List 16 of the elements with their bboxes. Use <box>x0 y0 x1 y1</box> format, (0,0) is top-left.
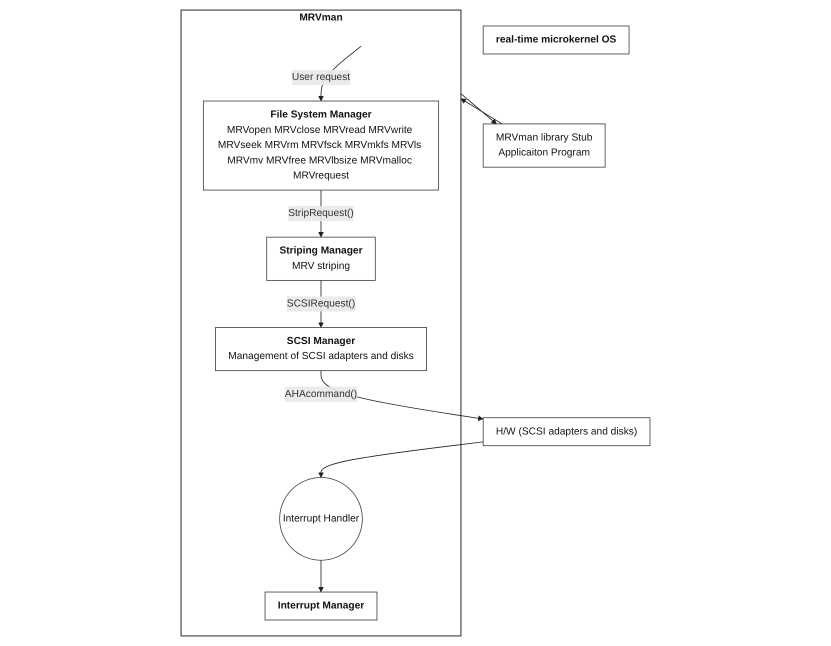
arrow <box>318 441 484 478</box>
arrow <box>460 93 497 124</box>
node-box: H/W (SCSI adapters and disks) <box>482 417 650 446</box>
edge-label: AHAcommand() <box>284 388 358 400</box>
node-circle: Interrupt Handler <box>279 477 363 561</box>
node-box: Striping Manager MRV striping <box>266 236 376 281</box>
node-box: SCSI Manager Management of SCSI adapters and disks <box>215 327 427 372</box>
node-box: File System Manager MRVopen MRVclose MRVread MRVwrite MRVseek MRVrm MRVfsck MRVmkfs MRVls MRVmv MRVfree MRVlbsize MRVmalloc MRVrequest <box>202 100 439 190</box>
edge-label: StripRequest() <box>288 208 354 219</box>
arrow <box>318 560 324 592</box>
arrow <box>460 98 502 124</box>
edge-label: User request <box>292 72 350 83</box>
node-box: MRVman library Stub Applicaiton Program <box>482 124 606 168</box>
node-box: real-time microkernel OS <box>482 26 630 54</box>
node-box: Interrupt Manager <box>264 592 378 620</box>
edge-label: SCSIRequest() <box>286 298 356 309</box>
